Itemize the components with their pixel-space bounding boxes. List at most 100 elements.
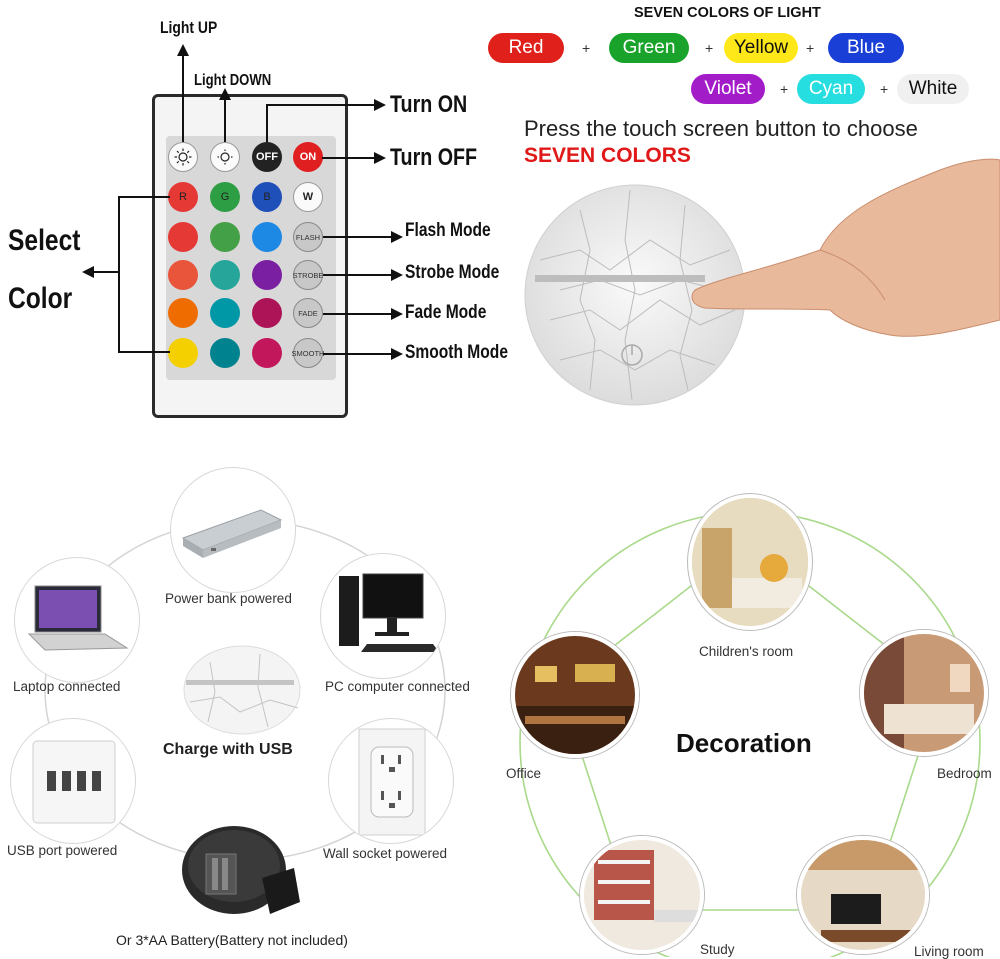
battery-base-image xyxy=(176,820,302,930)
color-button[interactable] xyxy=(168,298,198,328)
select-color-arrow-head xyxy=(82,266,94,278)
pill-red-label: Red xyxy=(508,37,544,58)
light-down-arrow-line xyxy=(224,98,226,142)
children-room-photo xyxy=(688,494,812,630)
decoration-title: Decoration xyxy=(676,728,812,758)
strobe-arrow-line xyxy=(323,274,393,276)
strobe-mode-label: Strobe Mode xyxy=(405,262,500,283)
green-button[interactable]: G xyxy=(210,182,240,212)
color-button[interactable] xyxy=(168,260,198,290)
color-button[interactable] xyxy=(168,338,198,368)
light-up-arrow-head xyxy=(177,44,189,56)
pill-violet-label: Violet xyxy=(704,78,752,99)
charge-with-usb-label: Charge with USB xyxy=(163,741,293,758)
smooth-button[interactable]: SMOOTH xyxy=(292,338,324,368)
select-color-bottom-line xyxy=(118,351,170,353)
plus-sign: + xyxy=(780,81,789,97)
select-color-bracket xyxy=(118,196,120,353)
red-button[interactable]: R xyxy=(168,182,198,212)
smooth-arrow-line xyxy=(323,353,393,355)
children-room-caption: Children's room xyxy=(699,644,794,659)
study-photo xyxy=(580,836,704,954)
select-color-arrow-line xyxy=(92,271,118,273)
pill-blue-label: Blue xyxy=(846,37,886,58)
pill-yellow-label: Yellow xyxy=(733,37,789,58)
flash-button[interactable]: FLASH xyxy=(293,222,323,252)
light-down-arrow-head xyxy=(219,88,231,100)
strobe-arrow-head xyxy=(391,269,403,281)
light-up-arrow-line xyxy=(182,54,184,142)
strobe-button[interactable]: STROBE xyxy=(293,260,323,290)
color-button[interactable] xyxy=(210,338,240,368)
living-room-caption: Living room xyxy=(914,944,984,959)
sun-icon xyxy=(174,148,192,166)
power-bank-icon xyxy=(181,509,283,558)
pill-green-label: Green xyxy=(622,37,676,58)
color-button[interactable] xyxy=(252,260,282,290)
select-color-top-line xyxy=(118,196,170,198)
wall-socket-circle xyxy=(328,718,454,844)
pill-green: Green xyxy=(609,33,689,63)
office-caption: Office xyxy=(506,766,542,781)
bedroom-photo xyxy=(860,630,988,756)
battery-caption: Or 3*AA Battery(Battery not included) xyxy=(116,932,348,948)
select-color-label-line2: Color xyxy=(8,282,73,315)
pc-circle xyxy=(320,553,446,679)
pc-caption: PC computer connected xyxy=(325,679,470,694)
turn-off-label: Turn OFF xyxy=(390,144,478,171)
office-photo xyxy=(511,632,639,758)
smooth-mode-label: Smooth Mode xyxy=(405,342,508,363)
color-button[interactable] xyxy=(252,222,282,252)
pill-yellow: Yellow xyxy=(724,33,798,63)
turn-on-line-h xyxy=(266,104,376,106)
pill-white-label: White xyxy=(908,78,958,99)
color-button[interactable] xyxy=(168,222,198,252)
laptop-circle xyxy=(14,557,140,683)
instruction-text: Press the touch screen button to choose xyxy=(524,116,918,141)
color-button[interactable] xyxy=(252,338,282,368)
laptop-caption: Laptop connected xyxy=(13,679,121,694)
pill-blue: Blue xyxy=(828,33,904,63)
seven-colors-heading: SEVEN COLORS OF LIGHT xyxy=(634,5,821,21)
wall-socket-icon xyxy=(358,728,426,836)
turn-off-arrow-head xyxy=(374,152,386,164)
select-color-label-line1: Select xyxy=(8,224,81,257)
sun-dim-icon xyxy=(217,149,233,165)
color-button[interactable] xyxy=(210,260,240,290)
on-button[interactable]: ON xyxy=(293,142,323,172)
bedroom-caption: Bedroom xyxy=(937,766,992,781)
turn-on-line-v xyxy=(266,104,268,142)
light-up-label: Light UP xyxy=(160,18,218,37)
hand-image xyxy=(690,150,1000,350)
white-button[interactable]: W xyxy=(293,182,323,212)
color-button[interactable] xyxy=(210,298,240,328)
light-up-button[interactable] xyxy=(168,142,198,172)
usb-port-caption: USB port powered xyxy=(7,843,118,858)
light-down-label: Light DOWN xyxy=(194,72,272,89)
pc-icon xyxy=(339,573,439,652)
fade-button[interactable]: FADE xyxy=(293,298,323,328)
turn-on-arrow-head xyxy=(374,99,386,111)
power-bank-circle xyxy=(170,467,296,593)
plus-sign: + xyxy=(880,81,889,97)
turn-on-label: Turn ON xyxy=(390,91,468,118)
pill-violet: Violet xyxy=(691,74,765,104)
pill-white: White xyxy=(897,74,969,104)
pill-cyan-label: Cyan xyxy=(808,78,854,99)
seven-colors-highlight: SEVEN COLORS xyxy=(524,144,691,167)
touch-lamp-image xyxy=(520,180,750,410)
fade-mode-label: Fade Mode xyxy=(405,302,487,323)
plus-sign: + xyxy=(705,40,714,56)
turn-off-line xyxy=(322,157,376,159)
pill-cyan: Cyan xyxy=(797,74,865,104)
light-down-button[interactable] xyxy=(210,142,240,172)
flash-mode-label: Flash Mode xyxy=(405,220,491,241)
blue-button[interactable]: B xyxy=(252,182,282,212)
flash-arrow-line xyxy=(323,236,393,238)
fade-arrow-line xyxy=(323,313,393,315)
plus-sign: + xyxy=(582,40,591,56)
smooth-arrow-head xyxy=(391,348,403,360)
color-button[interactable] xyxy=(252,298,282,328)
off-button[interactable]: OFF xyxy=(252,142,282,172)
color-button[interactable] xyxy=(210,222,240,252)
